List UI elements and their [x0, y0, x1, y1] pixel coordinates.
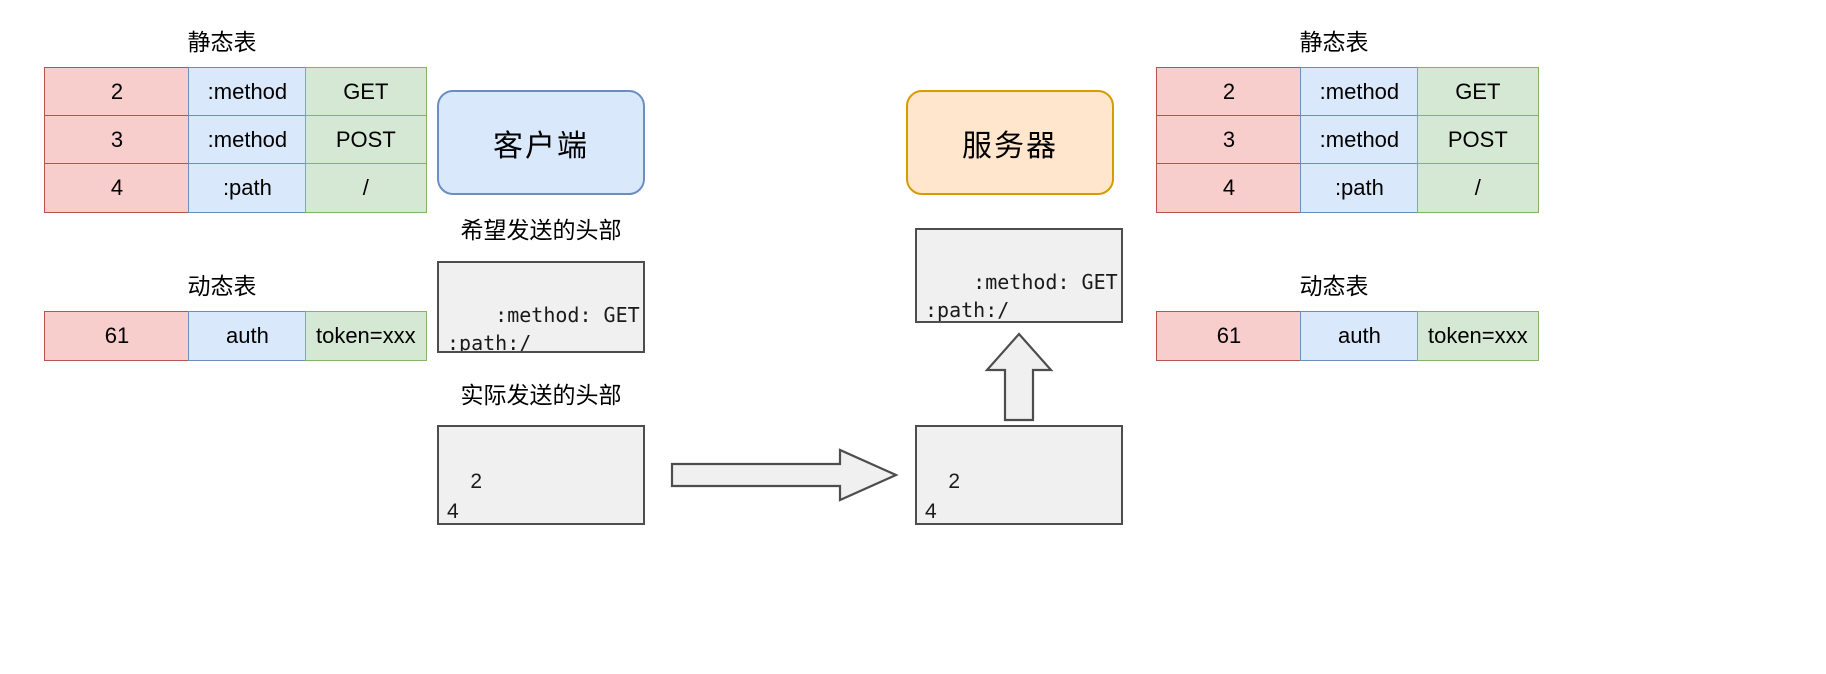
table-cell-index: 2 — [1156, 67, 1302, 117]
table-cell-name: :method — [188, 67, 307, 117]
table-cell-index: 3 — [1156, 115, 1302, 165]
table-cell-name: :method — [1300, 67, 1419, 117]
table-cell-index: 61 — [44, 311, 190, 361]
table-cell-name: :method — [1300, 115, 1419, 165]
decode-arrow-shape — [984, 332, 1054, 422]
table-cell-index: 4 — [44, 163, 190, 213]
left-static-table: 2 :method GET 3 :method POST 4 :path / — [44, 67, 427, 213]
right-dynamic-table-caption: 动态表 — [1299, 273, 1369, 299]
decoded-headers-block: :method: GET :path:/ auth:token=xxx — [915, 228, 1123, 323]
table-row: 2 :method GET — [44, 67, 427, 117]
table-cell-value: token=xxx — [1416, 311, 1539, 361]
server-node-label: 服务器 — [962, 129, 1058, 163]
intended-headers-text: :method: GET :path:/ auth:token=xxx — [447, 303, 640, 353]
transmit-arrow — [670, 448, 899, 502]
decoded-headers-text: :method: GET :path:/ auth:token=xxx — [925, 270, 1118, 322]
right-static-table-caption: 静态表 — [1299, 29, 1369, 55]
decode-arrow — [984, 332, 1054, 422]
table-cell-value: / — [304, 163, 427, 213]
table-cell-value: token=xxx — [304, 311, 427, 361]
right-static-table: 2 :method GET 3 :method POST 4 :path / — [1156, 67, 1539, 213]
table-row: 4 :path / — [44, 163, 427, 213]
server-node[interactable]: 服务器 — [906, 90, 1114, 195]
actual-headers-text: 2 4 61 — [447, 470, 483, 523]
intended-headers-block: :method: GET :path:/ auth:token=xxx — [437, 261, 645, 353]
table-cell-index: 3 — [44, 115, 190, 165]
left-dynamic-table-caption: 动态表 — [187, 273, 257, 299]
received-indices-text: 2 4 61 — [925, 470, 961, 523]
actual-headers-caption: 实际发送的头部 — [460, 382, 622, 408]
table-row: 4 :path / — [1156, 163, 1539, 213]
client-node-label: 客户端 — [493, 129, 589, 163]
table-cell-value: POST — [1416, 115, 1539, 165]
left-static-table-caption: 静态表 — [187, 29, 257, 55]
intended-headers-caption: 希望发送的头部 — [460, 217, 622, 243]
table-cell-name: :path — [188, 163, 307, 213]
table-cell-value: GET — [1416, 67, 1539, 117]
client-node[interactable]: 客户端 — [437, 90, 645, 195]
right-dynamic-table: 61 auth token=xxx — [1156, 311, 1539, 361]
table-row: 2 :method GET — [1156, 67, 1539, 117]
table-cell-index: 4 — [1156, 163, 1302, 213]
table-cell-value: POST — [304, 115, 427, 165]
table-row: 3 :method POST — [44, 115, 427, 165]
received-indices-block: 2 4 61 — [915, 425, 1123, 525]
table-row: 61 auth token=xxx — [44, 311, 427, 361]
table-cell-index: 2 — [44, 67, 190, 117]
actual-headers-block: 2 4 61 — [437, 425, 645, 525]
table-cell-index: 61 — [1156, 311, 1302, 361]
table-cell-value: GET — [304, 67, 427, 117]
left-dynamic-table: 61 auth token=xxx — [44, 311, 427, 361]
table-cell-name: auth — [188, 311, 307, 361]
table-row: 3 :method POST — [1156, 115, 1539, 165]
transmit-arrow-shape — [670, 448, 899, 502]
table-cell-name: :method — [188, 115, 307, 165]
table-row: 61 auth token=xxx — [1156, 311, 1539, 361]
table-cell-name: :path — [1300, 163, 1419, 213]
table-cell-value: / — [1416, 163, 1539, 213]
table-cell-name: auth — [1300, 311, 1419, 361]
